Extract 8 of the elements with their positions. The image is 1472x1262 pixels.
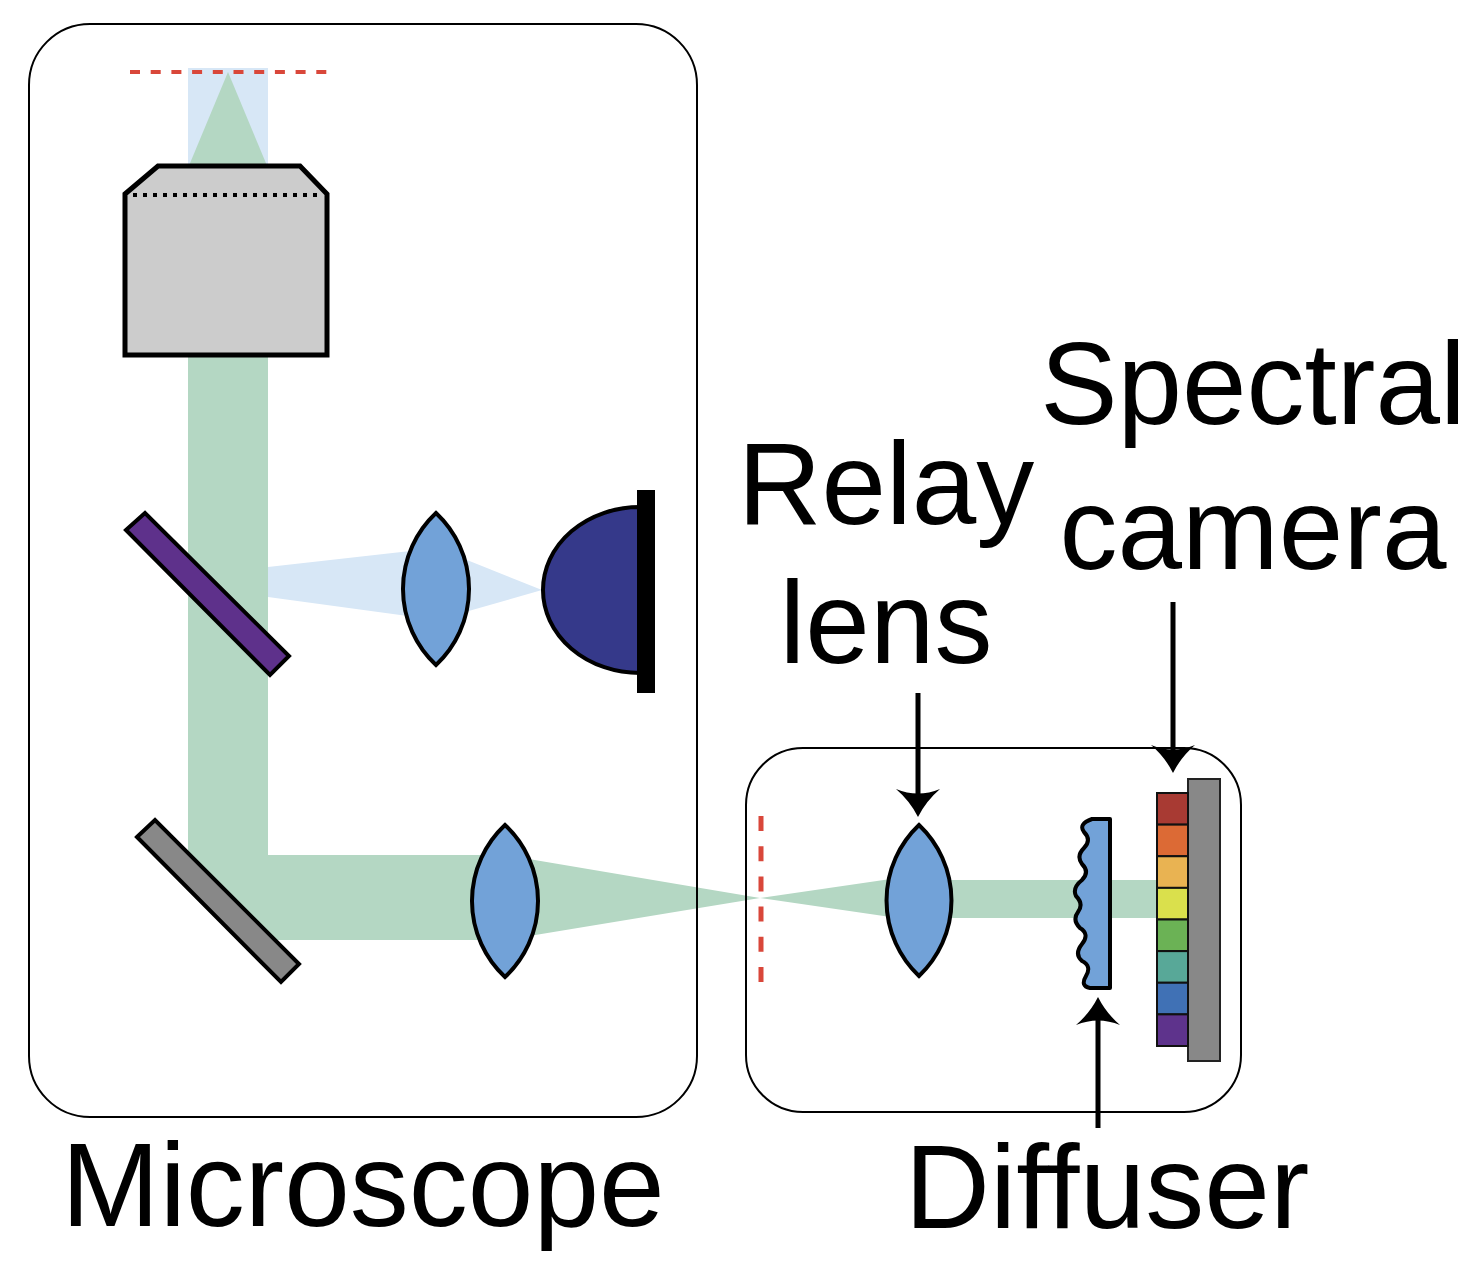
callout-label: Spectral camera xyxy=(1038,312,1468,602)
camera-sensor xyxy=(1155,778,1223,1064)
rounded-panel xyxy=(745,747,1242,1113)
diffuser-plate xyxy=(1072,816,1112,992)
lens xyxy=(884,822,954,979)
callout-label: Diffuser xyxy=(897,1128,1317,1246)
callout-label: Relay lens xyxy=(736,415,1036,693)
panel-caption: Microscope xyxy=(61,1118,665,1253)
